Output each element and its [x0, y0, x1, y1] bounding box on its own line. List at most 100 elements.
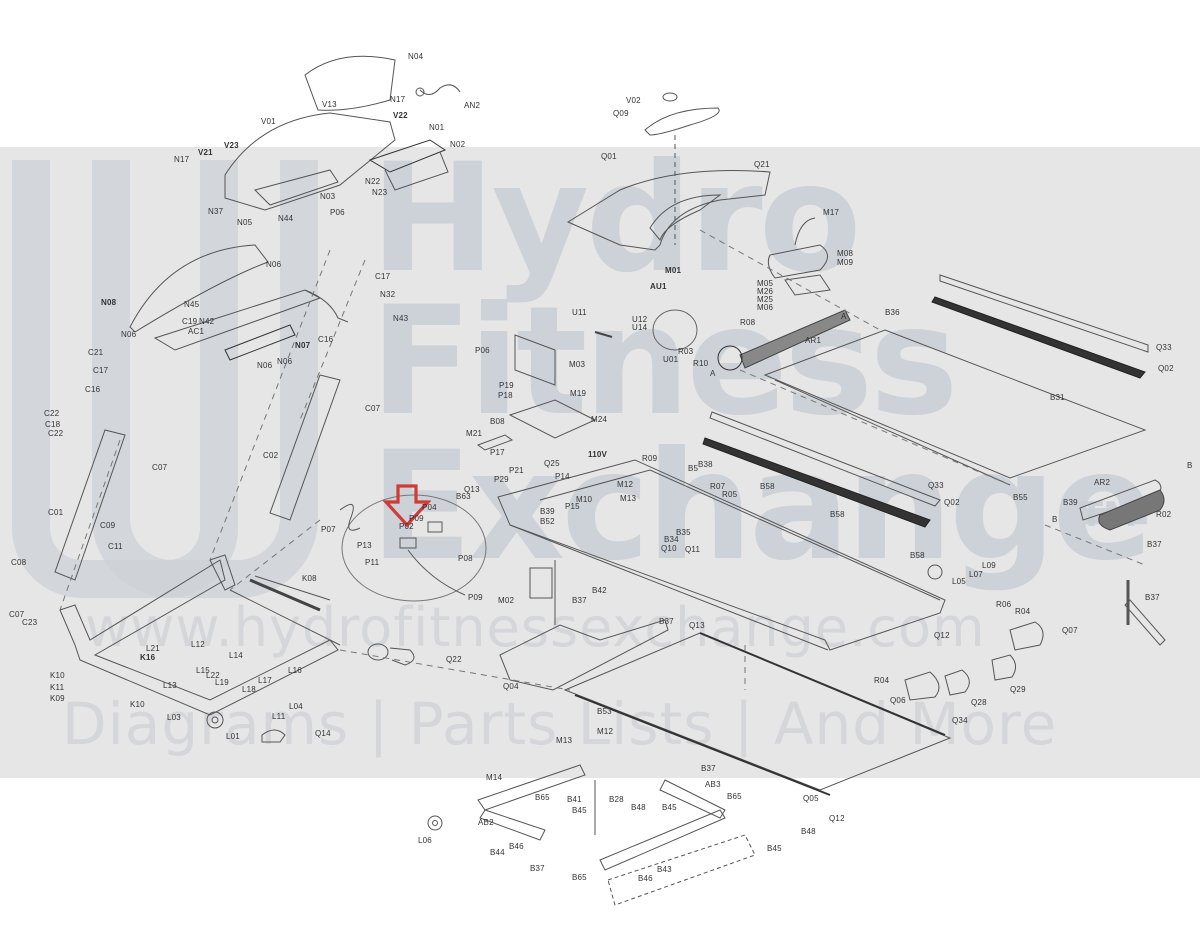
part-label-r05: R05: [722, 490, 738, 499]
part-label-l04: L04: [289, 702, 303, 711]
part-label-q02: Q02: [944, 498, 960, 507]
part-label-m25: M25: [757, 295, 774, 304]
part-label-n43: N43: [393, 314, 409, 323]
motor-m01: [767, 244, 828, 279]
part-label-n17: N17: [390, 95, 406, 104]
base-frame: [59, 559, 339, 716]
part-label-b44: B44: [490, 848, 505, 857]
part-label-p29: P29: [494, 475, 509, 484]
part-label-n05: N05: [237, 218, 253, 227]
part-label-v23: V23: [224, 141, 239, 150]
part-label-u11: U11: [572, 308, 587, 317]
highlight-arrow-icon: [383, 484, 431, 528]
part-label-n37: N37: [208, 207, 224, 216]
part-label-b46: B46: [638, 874, 653, 883]
main-frame: [497, 459, 946, 651]
part-label-b55: B55: [1013, 493, 1028, 502]
part-label-u01: U01: [663, 355, 679, 364]
part-label-p07: P07: [321, 525, 336, 534]
part-label-l03: L03: [167, 713, 181, 722]
part-label-l05: L05: [952, 577, 966, 586]
part-label-r04: R04: [1015, 607, 1031, 616]
part-label-b: B: [1187, 461, 1193, 470]
part-label-c17: C17: [93, 366, 109, 375]
part-label-q01: Q01: [601, 152, 617, 161]
part-label-p02: P02: [399, 522, 414, 531]
part-label-c16: C16: [318, 335, 334, 344]
part-label-l22: L22: [206, 671, 220, 680]
part-label-q11: Q11: [685, 545, 701, 554]
part-label-p09: P09: [409, 514, 424, 523]
part-label-b65: B65: [727, 792, 742, 801]
part-label-l11: L11: [272, 712, 286, 721]
part-label-b52: B52: [540, 517, 555, 526]
part-label-q05: Q05: [803, 794, 819, 803]
part-label-q06: Q06: [890, 696, 906, 705]
part-label-r09: R09: [642, 454, 658, 463]
part-label-u14: U14: [632, 323, 648, 332]
part-label-c17: C17: [375, 272, 391, 281]
part-label-m06: M06: [757, 303, 774, 312]
part-label-b37: B37: [701, 764, 716, 773]
part-label-ab2: AB2: [478, 818, 494, 827]
part-label-q33: Q33: [928, 481, 944, 490]
part-label-b37: B37: [1147, 540, 1162, 549]
part-label-l14: L14: [229, 651, 243, 660]
part-label-b45: B45: [767, 844, 782, 853]
part-label-b46: B46: [509, 842, 524, 851]
part-label-r07: R07: [710, 482, 726, 491]
part-label-c08: C08: [11, 558, 27, 567]
part-label-p13: P13: [357, 541, 372, 550]
part-label-b41: B41: [567, 795, 582, 804]
part-label-m14: M14: [486, 773, 503, 782]
part-label-b37: B37: [1145, 593, 1160, 602]
part-label-v21: V21: [198, 148, 213, 157]
part-label-l12: L12: [191, 640, 205, 649]
part-label-c07: C07: [152, 463, 168, 472]
deck-b31: [763, 329, 1147, 479]
part-label-p06: P06: [330, 208, 345, 217]
part-label-b53: B53: [597, 707, 612, 716]
part-label-b42: B42: [592, 586, 607, 595]
part-label-p18: P18: [498, 391, 513, 400]
part-label-m05: M05: [757, 279, 774, 288]
part-label-n01: N01: [429, 123, 445, 132]
part-label-b39: B39: [1063, 498, 1078, 507]
part-label-b58: B58: [910, 551, 925, 560]
part-label-au1: AU1: [650, 282, 667, 291]
part-label-n07: N07: [295, 341, 311, 350]
part-label-c11: C11: [108, 542, 123, 551]
part-label-k09: K09: [50, 694, 65, 703]
part-label-c19: C19: [182, 317, 198, 326]
part-label-q25: Q25: [544, 459, 560, 468]
part-label-q12: Q12: [934, 631, 950, 640]
part-label-m19: M19: [570, 389, 587, 398]
watermark-logo-right-u: [92, 160, 318, 598]
part-label-m26: M26: [757, 287, 774, 296]
part-label-l13: L13: [163, 681, 177, 690]
part-label-m17: M17: [823, 208, 840, 217]
part-label-b35: B35: [676, 528, 691, 537]
part-label-m08: M08: [837, 249, 854, 258]
part-label-ar2: AR2: [1094, 478, 1111, 487]
part-label-q13: Q13: [689, 621, 705, 630]
part-label-q10: Q10: [661, 544, 677, 553]
part-label-l06: L06: [418, 836, 432, 845]
part-label-n17: N17: [174, 155, 190, 164]
part-label-n06: N06: [121, 330, 137, 339]
part-label-u12: U12: [632, 315, 648, 324]
part-label-b28: B28: [609, 795, 624, 804]
part-label-b45: B45: [662, 803, 677, 812]
part-label-l16: L16: [288, 666, 302, 675]
part-label-l01: L01: [226, 732, 240, 741]
part-label-n04: N04: [408, 52, 424, 61]
part-label-m12: M12: [597, 727, 614, 736]
part-label-n42: N42: [199, 317, 215, 326]
part-label-r02: R02: [1156, 510, 1172, 519]
part-label-b63: B63: [456, 492, 471, 501]
part-label-p14: P14: [555, 472, 570, 481]
part-label-c18: C18: [45, 420, 61, 429]
part-label-m10: M10: [576, 495, 593, 504]
part-label-c01: C01: [48, 508, 64, 517]
